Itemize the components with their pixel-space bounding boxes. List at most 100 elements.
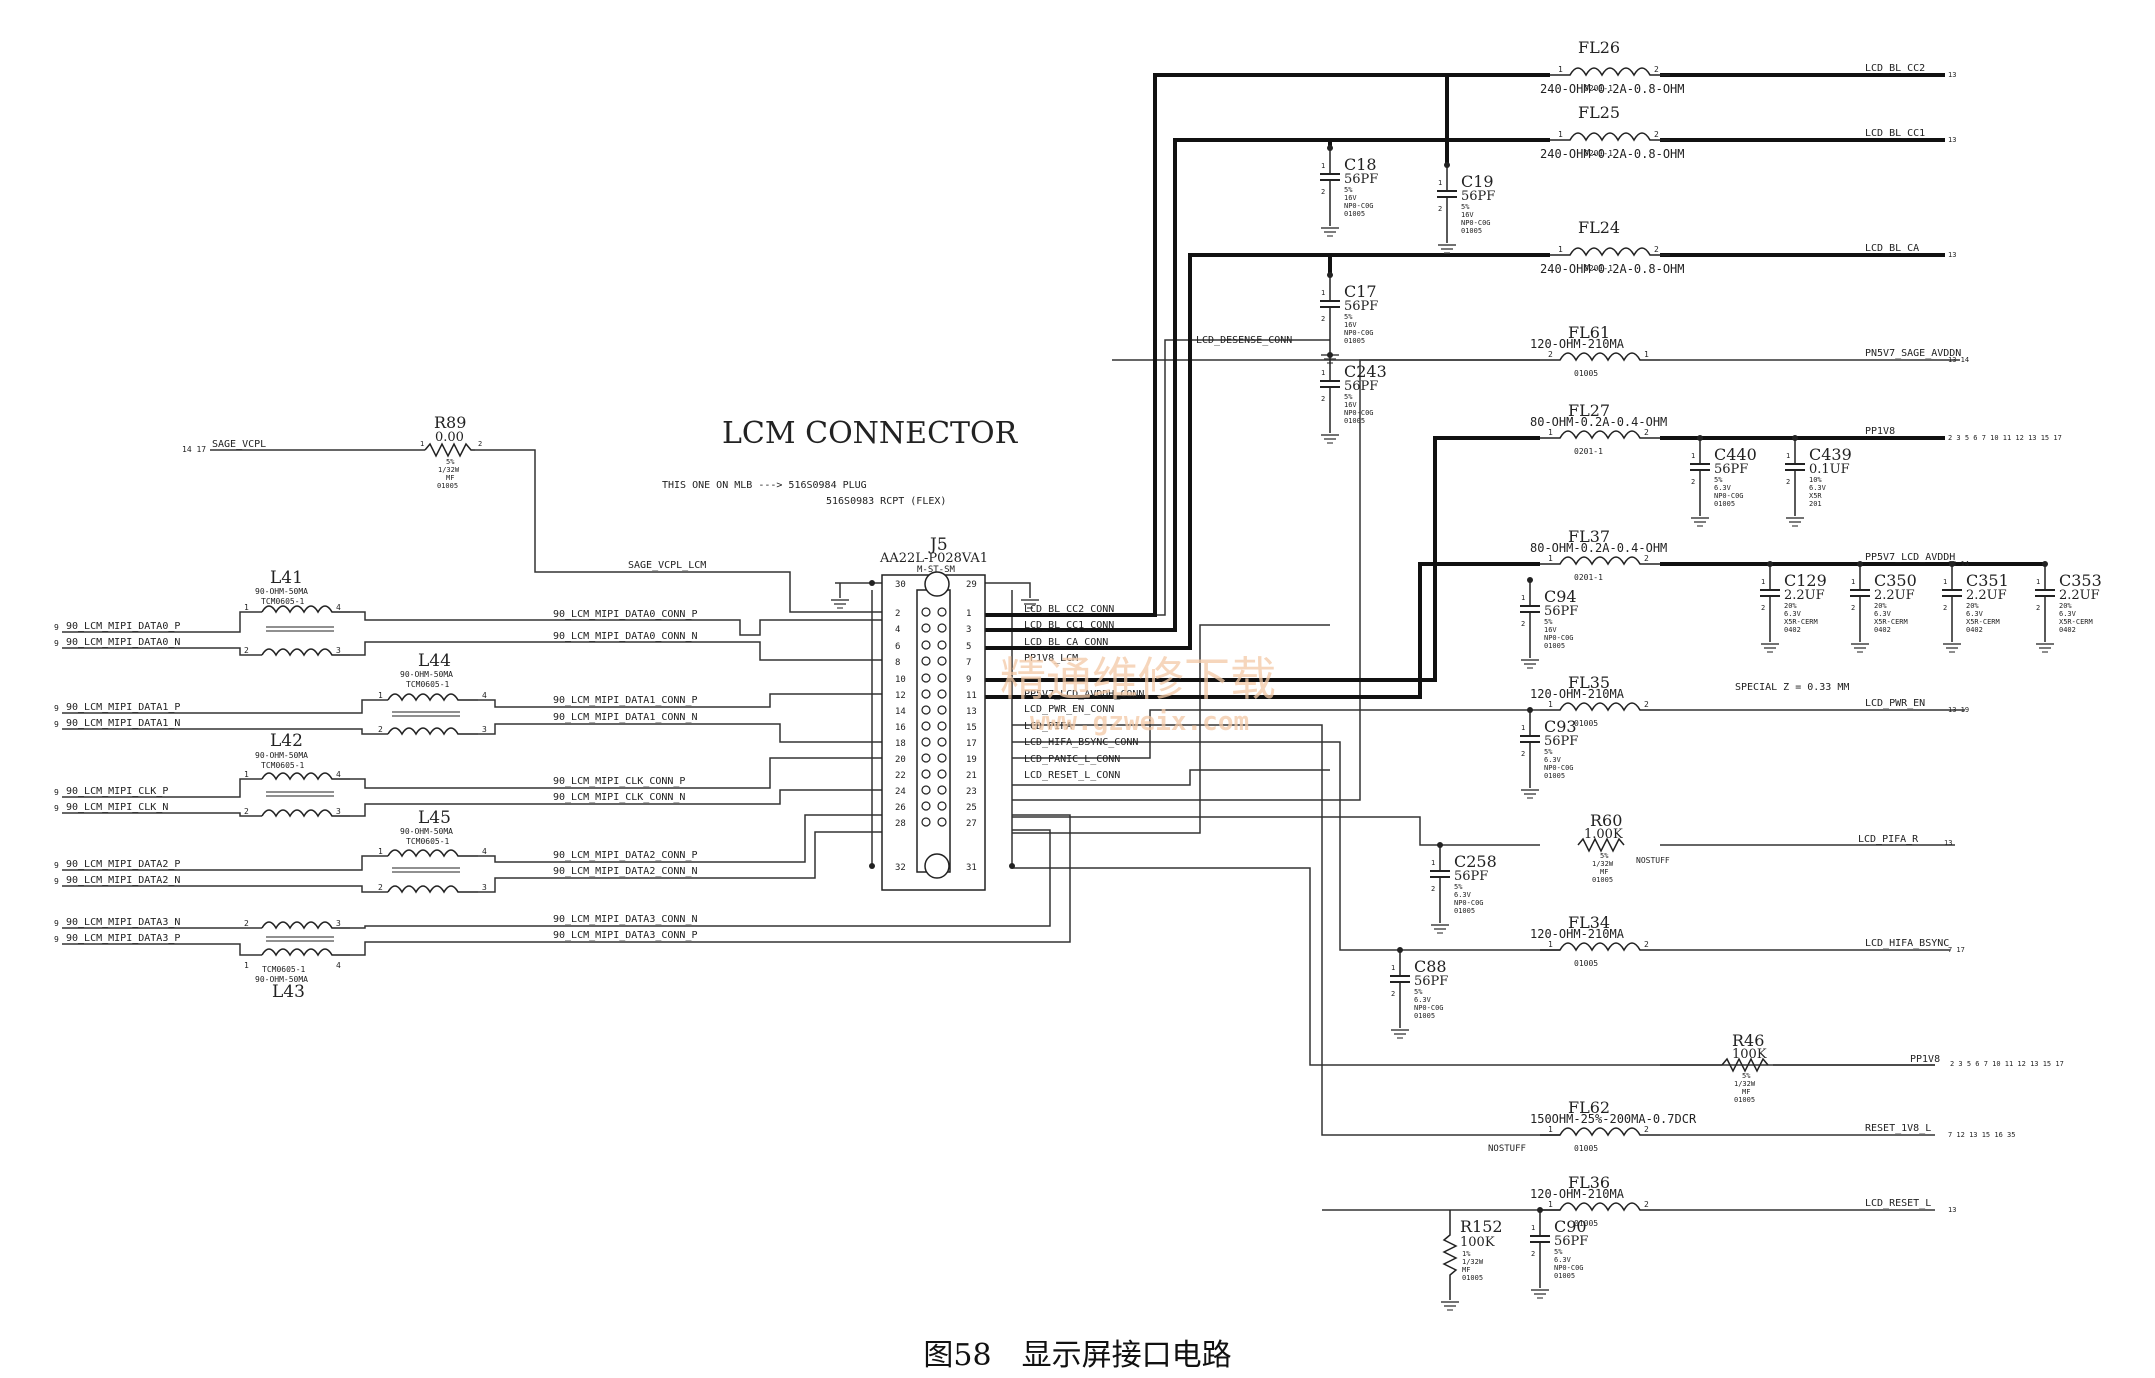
sage-vcpl-lcm-label: SAGE_VCPL_LCM: [628, 560, 706, 571]
svg-text:90_LCM_MIPI_DATA1_N: 90_LCM_MIPI_DATA1_N: [66, 718, 180, 729]
svg-text:240-OHM-0.2A-0.8-OHM: 240-OHM-0.2A-0.8-OHM: [1540, 262, 1685, 276]
svg-text:C439: C439: [1809, 445, 1852, 464]
svg-text:2: 2: [1521, 750, 1525, 758]
pin-dot: [921, 607, 931, 617]
svg-text:90_LCM_MIPI_DATA1_CONN_P: 90_LCM_MIPI_DATA1_CONN_P: [553, 695, 698, 706]
svg-text:FL34: FL34: [1568, 913, 1610, 932]
svg-text:56PF: 56PF: [1344, 379, 1378, 394]
svg-text:56PF: 56PF: [1461, 189, 1495, 204]
pin-label-left: 22: [895, 771, 906, 781]
svg-text:01005: 01005: [1344, 337, 1365, 345]
svg-text:2.2UF: 2.2UF: [1966, 588, 2007, 603]
svg-text:9: 9: [54, 704, 59, 713]
svg-text:0201-1: 0201-1: [1574, 447, 1603, 456]
choke-l45: L45 90-OHM-50MA TCM0605-1 1 2 3 4 9 9 90…: [54, 808, 698, 894]
svg-text:L45: L45: [418, 808, 451, 828]
svg-text:120-OHM-210MA: 120-OHM-210MA: [1530, 1187, 1625, 1201]
svg-text:TCM0605-1: TCM0605-1: [261, 597, 305, 606]
svg-text:16V: 16V: [1544, 626, 1557, 634]
svg-text:LCD_HIFA_BSYNC: LCD_HIFA_BSYNC: [1865, 938, 1949, 949]
pin-dot: [937, 785, 947, 795]
svg-text:0402: 0402: [1966, 626, 1983, 634]
svg-text:01005: 01005: [1414, 1012, 1435, 1020]
svg-text:R89: R89: [434, 413, 466, 432]
svg-text:01005: 01005: [1734, 1096, 1755, 1104]
svg-text:1: 1: [1558, 65, 1563, 74]
pin-dot: [921, 656, 931, 666]
pin-dot: [921, 689, 931, 699]
svg-text:1: 1: [244, 770, 249, 779]
svg-text:5%: 5%: [1414, 988, 1423, 996]
svg-text:C17: C17: [1344, 282, 1377, 301]
svg-text:FL62: FL62: [1568, 1098, 1610, 1117]
svg-text:NP0-C0G: NP0-C0G: [1344, 202, 1374, 210]
svg-text:01005: 01005: [1462, 1274, 1483, 1282]
svg-text:1/32W: 1/32W: [1462, 1258, 1484, 1266]
svg-text:0201-1: 0201-1: [1584, 84, 1613, 93]
svg-text:90_LCM_MIPI_DATA0_CONN_N: 90_LCM_MIPI_DATA0_CONN_N: [553, 631, 698, 642]
svg-text:0201-1: 0201-1: [1584, 264, 1613, 273]
special-note: SPECIAL Z = 0.33 MM: [1735, 682, 1849, 693]
svg-text:4: 4: [336, 603, 341, 612]
svg-text:C351: C351: [1966, 571, 2009, 590]
svg-text:2: 2: [1761, 604, 1765, 612]
svg-text:1: 1: [1761, 578, 1765, 586]
svg-text:2 3 5 6 7 10 11 12 13 15 17: 2 3 5 6 7 10 11 12 13 15 17: [1950, 1060, 2064, 1068]
svg-text:C88: C88: [1414, 957, 1447, 976]
svg-text:6.3V: 6.3V: [1714, 484, 1732, 492]
pin-dot: [937, 673, 947, 683]
svg-text:LCD_PWR_EN: LCD_PWR_EN: [1865, 698, 1925, 709]
pin-label-right: 1: [966, 609, 971, 619]
pin-label-left: 4: [895, 625, 900, 635]
net-bl-cc2: LCD_BL_CC2_CONN: [1024, 604, 1114, 615]
watermark-url: www.gzweix.com: [1030, 707, 1249, 737]
svg-text:90_LCM_MIPI_DATA3_P: 90_LCM_MIPI_DATA3_P: [66, 933, 180, 944]
pin-dot: [937, 769, 947, 779]
svg-text:MF: MF: [1742, 1088, 1750, 1096]
svg-text:5%: 5%: [1544, 748, 1553, 756]
pin-dot: [921, 817, 931, 827]
svg-text:FL25: FL25: [1578, 103, 1620, 122]
svg-text:1: 1: [1548, 1200, 1553, 1209]
pin-label-left: 8: [895, 658, 900, 668]
svg-text:2: 2: [1521, 620, 1525, 628]
choke-l42: L42 90-OHM-50MA TCM0605-1 1 2 3 4 9 9 90…: [54, 731, 685, 818]
svg-text:1: 1: [1558, 245, 1563, 254]
svg-text:4: 4: [482, 691, 487, 700]
svg-text:TCM0605-1: TCM0605-1: [406, 837, 450, 846]
capacitors: 12C1856PF5%16VNP0-C0G0100512C1956PF5%16V…: [1320, 145, 2102, 1299]
svg-text:J5: J5: [928, 535, 948, 555]
pin-dot: [921, 705, 931, 715]
svg-text:NP0-C0G: NP0-C0G: [1544, 634, 1574, 642]
svg-text:2: 2: [1531, 1250, 1535, 1258]
net-pifa: LCD_PIFA: [1024, 721, 1072, 732]
svg-text:1: 1: [1851, 578, 1855, 586]
svg-text:13 19: 13 19: [1948, 706, 1969, 714]
svg-text:FL61: FL61: [1568, 323, 1610, 342]
pin-label-left: 26: [895, 803, 906, 813]
svg-text:3: 3: [482, 883, 487, 892]
svg-text:C19: C19: [1461, 172, 1494, 191]
svg-text:LCD_BL_CA: LCD_BL_CA: [1865, 243, 1919, 254]
svg-text:1: 1: [1531, 1224, 1535, 1232]
svg-text:90-OHM-50MA: 90-OHM-50MA: [255, 975, 308, 984]
svg-text:L43: L43: [272, 982, 305, 1002]
pin-dot: [937, 801, 947, 811]
svg-text:13 14: 13 14: [1948, 356, 1969, 364]
svg-text:NOSTUFF: NOSTUFF: [1636, 856, 1670, 865]
pin-label-right: 23: [966, 787, 977, 797]
svg-text:56PF: 56PF: [1344, 172, 1378, 187]
schematic-diagram: LCM CONNECTOR THIS ONE ON MLB ---> 516S0…: [54, 38, 2102, 1311]
svg-text:1: 1: [420, 440, 424, 448]
svg-text:L41: L41: [270, 568, 303, 588]
net-desense: LCD_DESENSE_CONN: [1196, 335, 1292, 346]
